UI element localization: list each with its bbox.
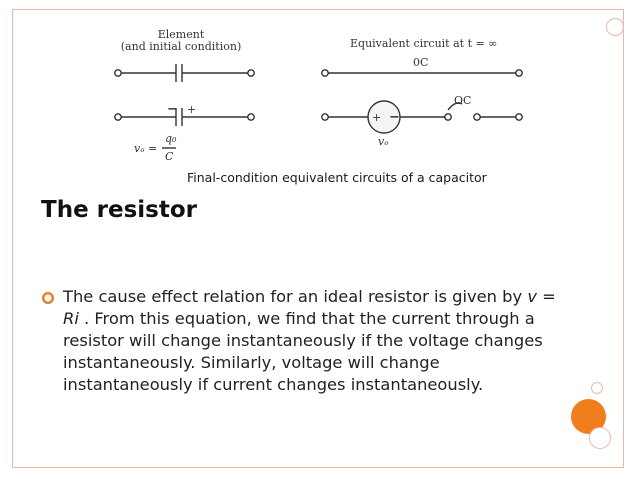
- left-title-line2: (and initial condition): [121, 40, 241, 53]
- vo-eq-lhs: vₒ =: [134, 142, 157, 155]
- slide-frame: [12, 9, 624, 468]
- bullet-equation: v = Ri: [63, 287, 556, 328]
- capacitor-equivalent-circuits-diagram: Element (and initial condition) Equivale…: [114, 28, 523, 163]
- source-minus-sign: −: [389, 110, 400, 125]
- vo-source-label: vₒ: [378, 135, 388, 148]
- terminal-open-a: [444, 113, 452, 121]
- bullet-text-post: . From this equation, we find that the c…: [63, 309, 543, 394]
- terminal-right-bottom-b: [515, 113, 523, 121]
- bullet-text: The cause effect relation for an ideal r…: [63, 286, 563, 396]
- cap-c-label: C: [165, 150, 174, 163]
- terminal-right-top-a: [321, 69, 329, 77]
- decorative-circle-bottom-right-small: [591, 382, 603, 394]
- q0-label: q₀: [165, 132, 177, 145]
- cap-plus-sign: +: [187, 103, 196, 116]
- label-0c-top: 0C: [413, 56, 428, 69]
- terminal-right-bottom-a: [321, 113, 329, 121]
- decorative-circle-top-right: [606, 18, 624, 36]
- left-title-line1: Element: [158, 28, 205, 41]
- terminal-open-b: [473, 113, 481, 121]
- right-title: Equivalent circuit at t = ∞: [350, 37, 497, 50]
- figure-caption: Final-condition equivalent circuits of a…: [187, 170, 487, 185]
- terminal-left-top-b: [247, 69, 255, 77]
- terminal-left-bottom-b: [247, 113, 255, 121]
- bullet-ring-icon: [41, 291, 55, 305]
- cap-minus-sign: −: [167, 102, 178, 117]
- decorative-circle-bottom-right-outline: [589, 427, 611, 449]
- source-plus-sign: +: [372, 111, 381, 124]
- terminal-left-bottom-a: [114, 113, 122, 121]
- bullet-text-pre: The cause effect relation for an ideal r…: [63, 287, 528, 306]
- terminal-left-top-a: [114, 69, 122, 77]
- terminal-right-top-b: [515, 69, 523, 77]
- page-title: The resistor: [41, 197, 198, 223]
- label-oc: OC: [454, 94, 471, 107]
